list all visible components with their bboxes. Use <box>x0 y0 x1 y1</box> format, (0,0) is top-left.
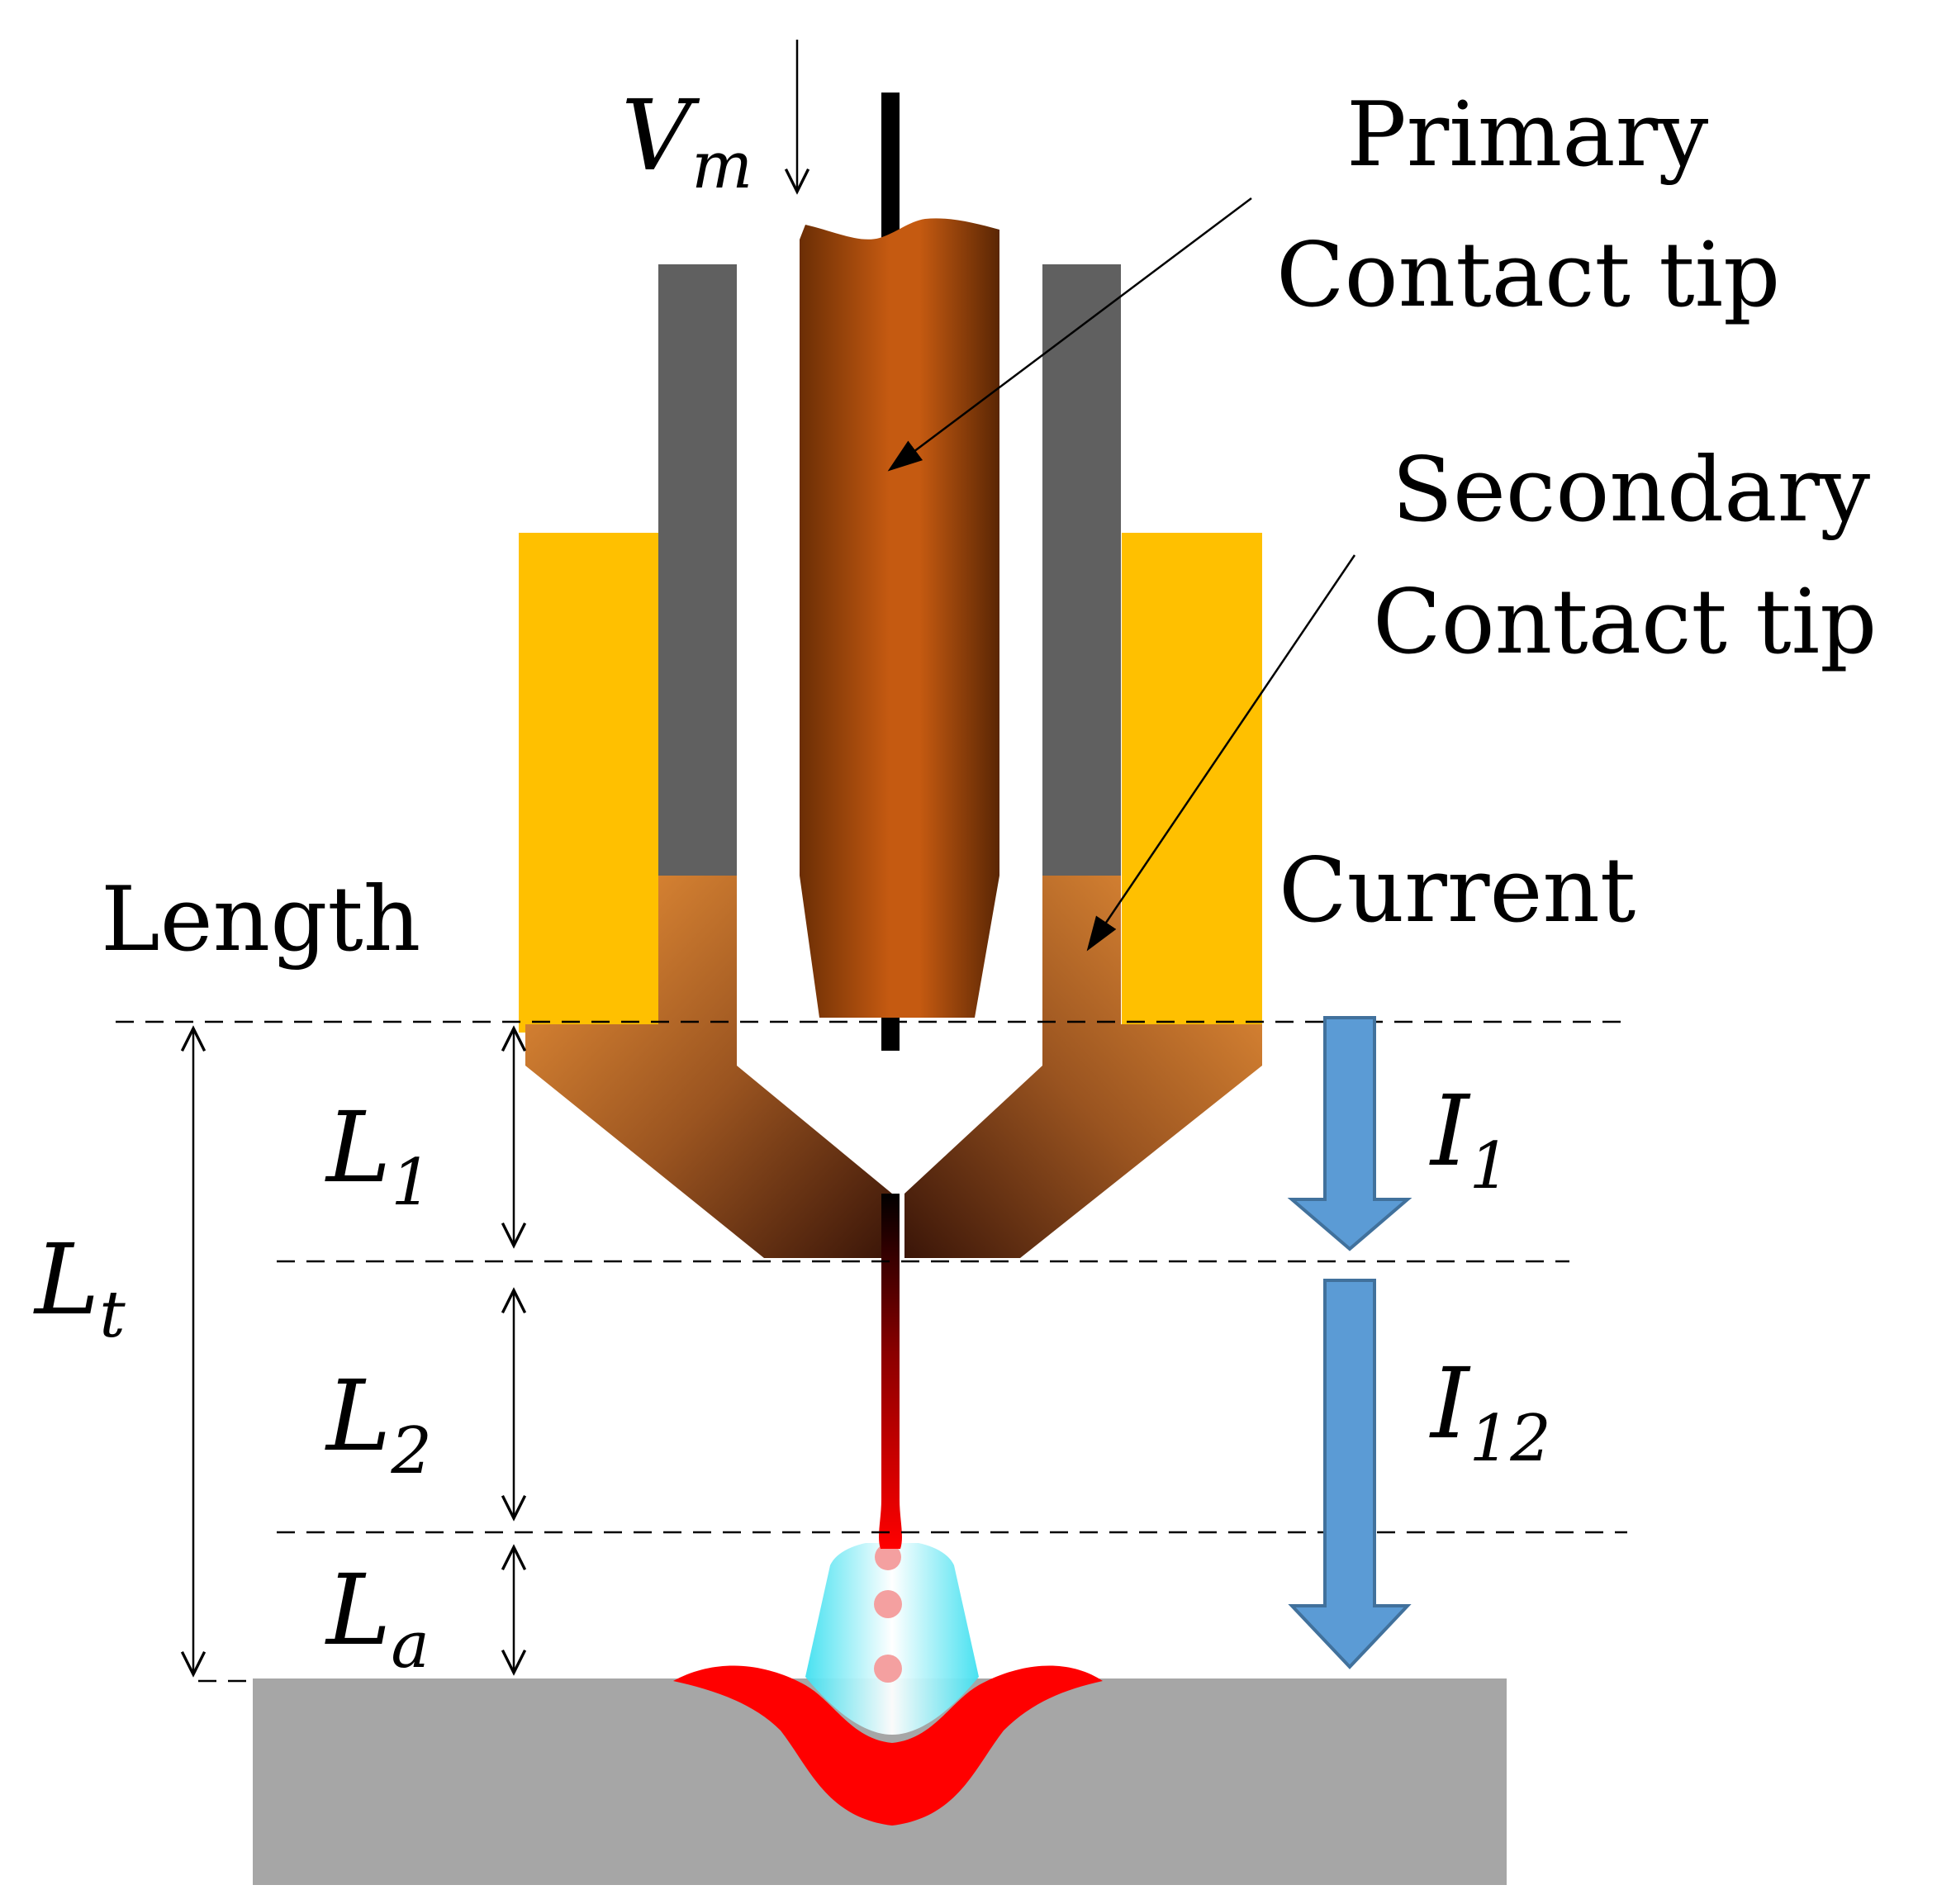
primary-tip-label-line1: Primary <box>1346 83 1708 187</box>
length-heading: Length <box>101 868 420 971</box>
symbol-i12: I12 <box>1429 1346 1551 1476</box>
symbol-lt: Lt <box>33 1223 126 1352</box>
primary-tip-leader <box>887 197 1252 472</box>
holder-left <box>519 533 659 1033</box>
current-arrow-i1 <box>1287 1016 1412 1251</box>
secondary-tip-leader <box>1086 554 1356 952</box>
secondary-contact-tip-left <box>525 876 892 1258</box>
symbol-i1: I1 <box>1429 1074 1510 1204</box>
wire-heated-section <box>879 1194 902 1549</box>
current-heading: Current <box>1279 839 1636 943</box>
current-arrow-i12 <box>1288 1279 1412 1669</box>
insulator-right <box>1042 264 1121 876</box>
secondary-contact-tip-right <box>904 876 1262 1258</box>
arc-plasma <box>805 1543 979 1735</box>
holder-right <box>1122 533 1262 1033</box>
secondary-tip-label-line2: Contact tip <box>1373 571 1877 674</box>
symbol-l1: L1 <box>325 1090 432 1220</box>
weld-pool <box>673 1665 1103 1826</box>
symbol-vm: Vm <box>621 78 752 203</box>
symbol-la: La <box>325 1553 430 1683</box>
droplet <box>875 1544 901 1570</box>
primary-tip-label-line2: Contact tip <box>1276 224 1780 327</box>
primary-contact-tip <box>800 218 999 1018</box>
droplet <box>874 1655 902 1683</box>
droplet <box>874 1590 902 1618</box>
secondary-tip-label-line1: Secondary <box>1392 439 1870 542</box>
insulator-left <box>658 264 737 876</box>
symbol-l2: L2 <box>325 1359 432 1489</box>
